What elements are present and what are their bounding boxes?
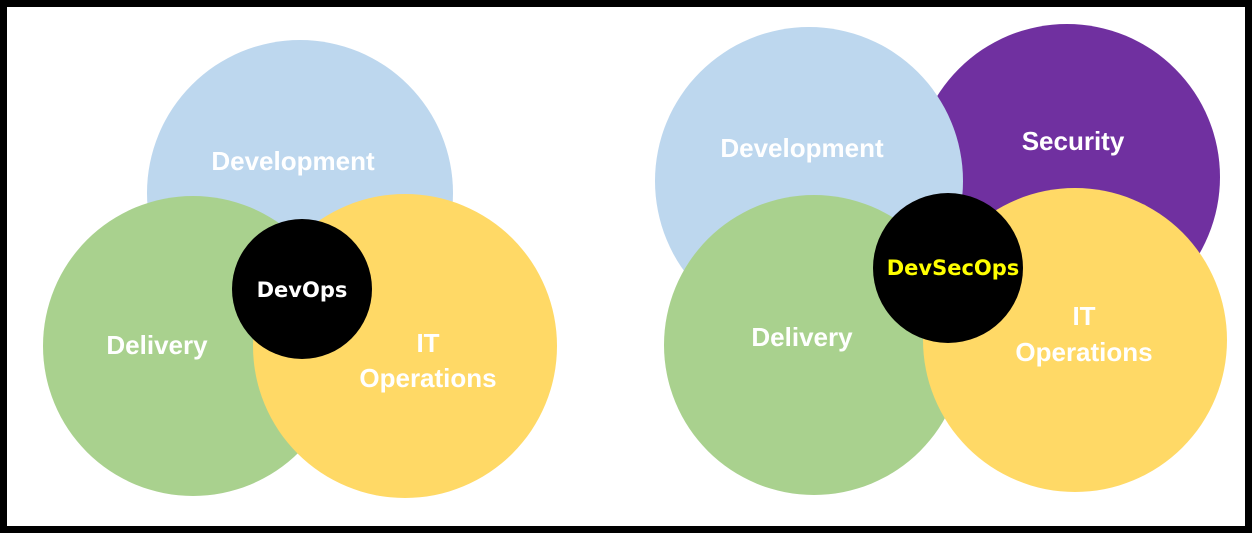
- devsecops-it-label: IT: [1072, 301, 1095, 331]
- devsecops-security-label: Security: [1022, 126, 1125, 156]
- devops-delivery-label: Delivery: [106, 330, 208, 360]
- devsecops-core-circle: [873, 193, 1023, 343]
- devsecops-delivery-label: Delivery: [751, 322, 853, 352]
- devops-operations-label: Operations: [359, 363, 496, 393]
- devops-development-label: Development: [211, 146, 375, 176]
- devops-core-label: DevOps: [257, 278, 348, 302]
- devops-diagram: Development Delivery IT Operations DevOp…: [43, 40, 557, 498]
- devsecops-diagram: Development Security Delivery IT Operati…: [655, 24, 1227, 495]
- devops-core-circle: [232, 219, 372, 359]
- devsecops-operations-label: Operations: [1015, 337, 1152, 367]
- devops-it-label: IT: [416, 328, 439, 358]
- devsecops-development-label: Development: [720, 133, 884, 163]
- devsecops-core-label: DevSecOps: [887, 256, 1020, 280]
